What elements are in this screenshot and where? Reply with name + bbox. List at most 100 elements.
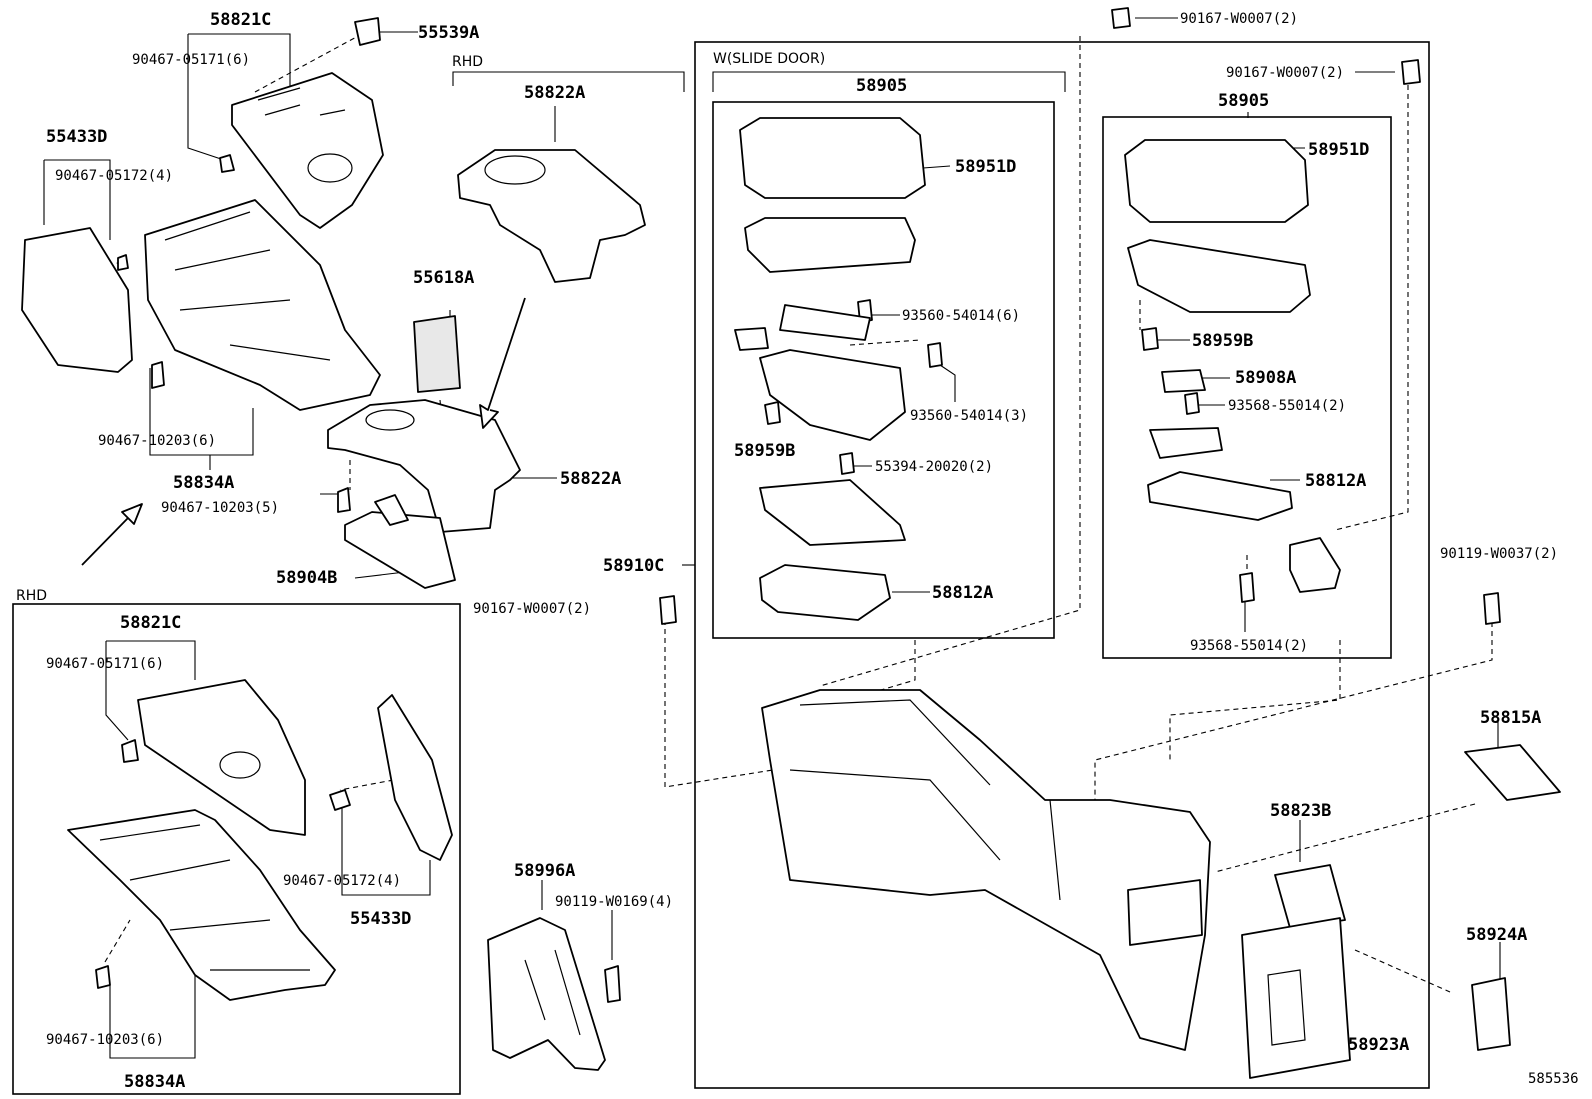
label-58815A: 58815A bbox=[1480, 708, 1541, 728]
dash-55539A bbox=[254, 34, 361, 93]
leader-box-55433D bbox=[341, 860, 431, 896]
label-58821C-box: 58821C bbox=[120, 613, 181, 633]
part-box-58834A-ribs bbox=[99, 824, 310, 971]
dash-box-clip-lower bbox=[104, 919, 131, 963]
part-slide-rail bbox=[779, 304, 871, 341]
part-slide-mechanism bbox=[759, 349, 906, 441]
part-screw-90119-W0169 bbox=[604, 965, 621, 1003]
part-58959B-right bbox=[1141, 327, 1159, 351]
label-90467-05172-top: 90467-05172(4) bbox=[55, 168, 173, 184]
part-58951D-right bbox=[1124, 139, 1309, 223]
label-55618A: 55618A bbox=[413, 268, 474, 288]
leader-box-58821C bbox=[106, 640, 196, 680]
label-90467-05171-top: 90467-05171(6) bbox=[132, 52, 250, 68]
part-58951D-left bbox=[739, 117, 926, 199]
label-90467-10203-6-top: 90467-10203(6) bbox=[98, 433, 216, 449]
label-58822A-mid: 58822A bbox=[560, 469, 621, 489]
part-58821C-cup-hole bbox=[307, 153, 353, 183]
label-58821C-top: 58821C bbox=[210, 10, 271, 30]
part-latch bbox=[1149, 427, 1223, 459]
part-58908A bbox=[1161, 369, 1206, 393]
label-drawing-number: 585536 bbox=[1528, 1071, 1579, 1087]
label-55539A: 55539A bbox=[418, 23, 479, 43]
label-58904B: 58904B bbox=[276, 568, 337, 588]
label-90119-W0169: 90119-W0169(4) bbox=[555, 894, 673, 910]
part-console-opening bbox=[1127, 879, 1203, 946]
leader-93560-3 bbox=[939, 364, 956, 402]
part-slide-frame bbox=[759, 479, 906, 546]
label-rhd-box: RHD bbox=[16, 588, 47, 604]
part-clip-10203-top bbox=[151, 361, 165, 389]
label-58959B-left: 58959B bbox=[734, 441, 795, 461]
label-90119-W0037: 90119-W0037(2) bbox=[1440, 546, 1558, 562]
label-slide-door: W(SLIDE DOOR) bbox=[713, 51, 825, 67]
rhd-variant-box bbox=[12, 603, 461, 1095]
leader-58904B bbox=[354, 571, 406, 579]
part-58812A-left bbox=[759, 564, 891, 621]
leader-58951D-left bbox=[922, 165, 951, 169]
label-58924A: 58924A bbox=[1466, 925, 1527, 945]
part-58815A bbox=[1464, 744, 1561, 801]
part-58821C-top-panel bbox=[231, 72, 384, 229]
label-93560-54014-6: 93560-54014(6) bbox=[902, 308, 1020, 324]
slide-door-bracket bbox=[712, 71, 1066, 92]
part-58822A-mid bbox=[327, 399, 521, 533]
part-screw-93568-bot bbox=[1239, 572, 1255, 603]
label-93568-55014-top: 93568-55014(2) bbox=[1228, 398, 1346, 414]
label-90167-W0007-top: 90167-W0007(2) bbox=[1180, 11, 1298, 27]
part-58951D-base-right bbox=[1127, 239, 1311, 313]
label-58996A: 58996A bbox=[514, 861, 575, 881]
label-58834A-top: 58834A bbox=[173, 473, 234, 493]
leader-58821C bbox=[188, 33, 291, 86]
part-55539A bbox=[354, 17, 381, 46]
part-clip-05172 bbox=[117, 254, 129, 271]
label-58951D-right: 58951D bbox=[1308, 140, 1369, 160]
part-58822A-top-cup bbox=[484, 155, 546, 185]
part-box-clip-05172 bbox=[329, 789, 351, 811]
dash-upper-left bbox=[819, 36, 1081, 687]
part-55618A bbox=[413, 315, 461, 393]
label-58951D-left: 58951D bbox=[955, 157, 1016, 177]
label-93560-54014-3: 93560-54014(3) bbox=[910, 408, 1028, 424]
dash-right-screw bbox=[1334, 85, 1409, 531]
dash-right-box bbox=[1169, 640, 1341, 760]
part-58822A-mid-cup bbox=[365, 409, 415, 431]
label-58822A-top: 58822A bbox=[524, 83, 585, 103]
part-screw-90167-right bbox=[1401, 59, 1421, 85]
leader-58834A bbox=[149, 368, 254, 456]
part-58822A-top bbox=[457, 149, 646, 283]
label-58812A-left: 58812A bbox=[932, 583, 993, 603]
part-58923A bbox=[1241, 917, 1351, 1079]
label-55394-20020: 55394-20020(2) bbox=[875, 459, 993, 475]
part-box-58821C bbox=[137, 679, 306, 836]
dash-58815A bbox=[1214, 803, 1476, 873]
leader-90467-05171 bbox=[187, 34, 225, 161]
label-58910C: 58910C bbox=[603, 556, 664, 576]
leader-90467-05172 bbox=[44, 159, 111, 240]
part-58834A-top-ribs bbox=[164, 211, 331, 361]
part-screw-90167-left bbox=[659, 595, 677, 625]
dash-58924A bbox=[1354, 949, 1451, 993]
part-box-58834A bbox=[67, 809, 336, 1001]
dash-slide-upper bbox=[849, 339, 921, 346]
part-58834A-top bbox=[144, 199, 381, 411]
label-58959B-right: 58959B bbox=[1192, 331, 1253, 351]
label-rhd-top: RHD bbox=[452, 54, 483, 70]
arrow-center bbox=[479, 297, 526, 429]
part-58904B bbox=[344, 511, 456, 589]
part-58996A bbox=[487, 917, 606, 1071]
part-clip-10203-5 bbox=[337, 487, 351, 513]
part-box-clip-05171 bbox=[121, 739, 139, 763]
label-58905-left: 58905 bbox=[856, 76, 907, 96]
label-58908A: 58908A bbox=[1235, 368, 1296, 388]
label-90467-10203-5: 90467-10203(5) bbox=[161, 500, 279, 516]
part-box-55433D bbox=[377, 694, 453, 861]
part-box-58821C-cup bbox=[219, 751, 261, 779]
label-58905-right: 58905 bbox=[1218, 91, 1269, 111]
label-55433D-box: 55433D bbox=[350, 909, 411, 929]
part-slide-clip bbox=[734, 327, 769, 351]
part-clip-05171 bbox=[219, 154, 235, 173]
label-58834A-box: 58834A bbox=[124, 1072, 185, 1092]
part-box-clip-10203 bbox=[95, 965, 111, 989]
